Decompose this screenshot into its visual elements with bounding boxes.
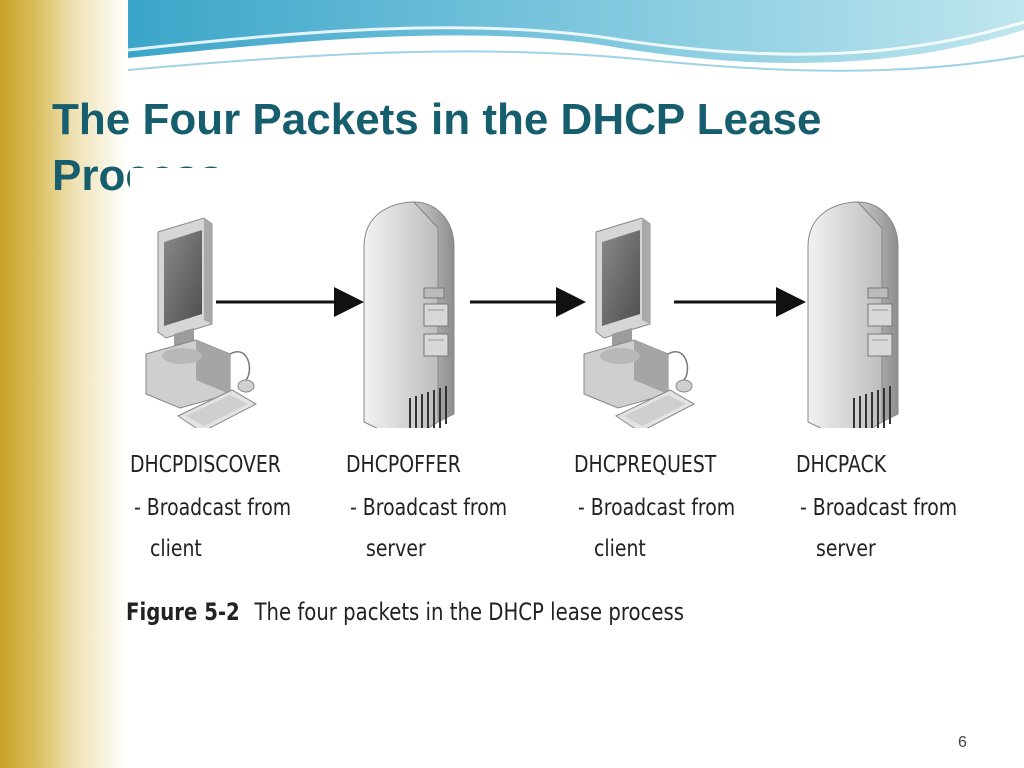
packet-name-ack: DHCPACK	[796, 452, 887, 478]
server-tower-icon	[807, 201, 899, 428]
header-wave-decoration	[128, 0, 1024, 72]
server-tower-icon	[363, 201, 455, 428]
packet-desc-line1: - Broadcast from	[578, 495, 736, 521]
packet-desc-line2: client	[150, 536, 202, 562]
figure-caption-text: The four packets in the DHCP lease proce…	[254, 598, 685, 626]
client-computer-icon	[145, 217, 257, 428]
packet-desc-line2: server	[366, 536, 426, 562]
dhcp-diagram-graphics	[145, 201, 899, 428]
dhcp-lease-figure: DHCPDISCOVER - Broadcast from client DHC…	[126, 168, 957, 678]
packet-name-offer: DHCPOFFER	[346, 452, 461, 478]
packet-desc-line2: client	[594, 536, 646, 562]
packet-name-request: DHCPREQUEST	[574, 452, 717, 478]
client-computer-icon	[583, 217, 695, 428]
packet-desc-line1: - Broadcast from	[800, 495, 958, 521]
packet-desc-line2: server	[816, 536, 876, 562]
packet-desc-line1: - Broadcast from	[134, 495, 292, 521]
left-decorative-bar	[0, 0, 128, 768]
packet-name-discover: DHCPDISCOVER	[130, 452, 281, 478]
figure-caption: Figure 5-2 The four packets in the DHCP l…	[126, 598, 684, 626]
figure-caption-label: Figure 5-2	[126, 598, 240, 626]
packet-desc-line1: - Broadcast from	[350, 495, 508, 521]
page-number: 6	[958, 734, 967, 751]
slide-title: The Four Packets in the DHCP Lease Proce…	[52, 95, 822, 200]
